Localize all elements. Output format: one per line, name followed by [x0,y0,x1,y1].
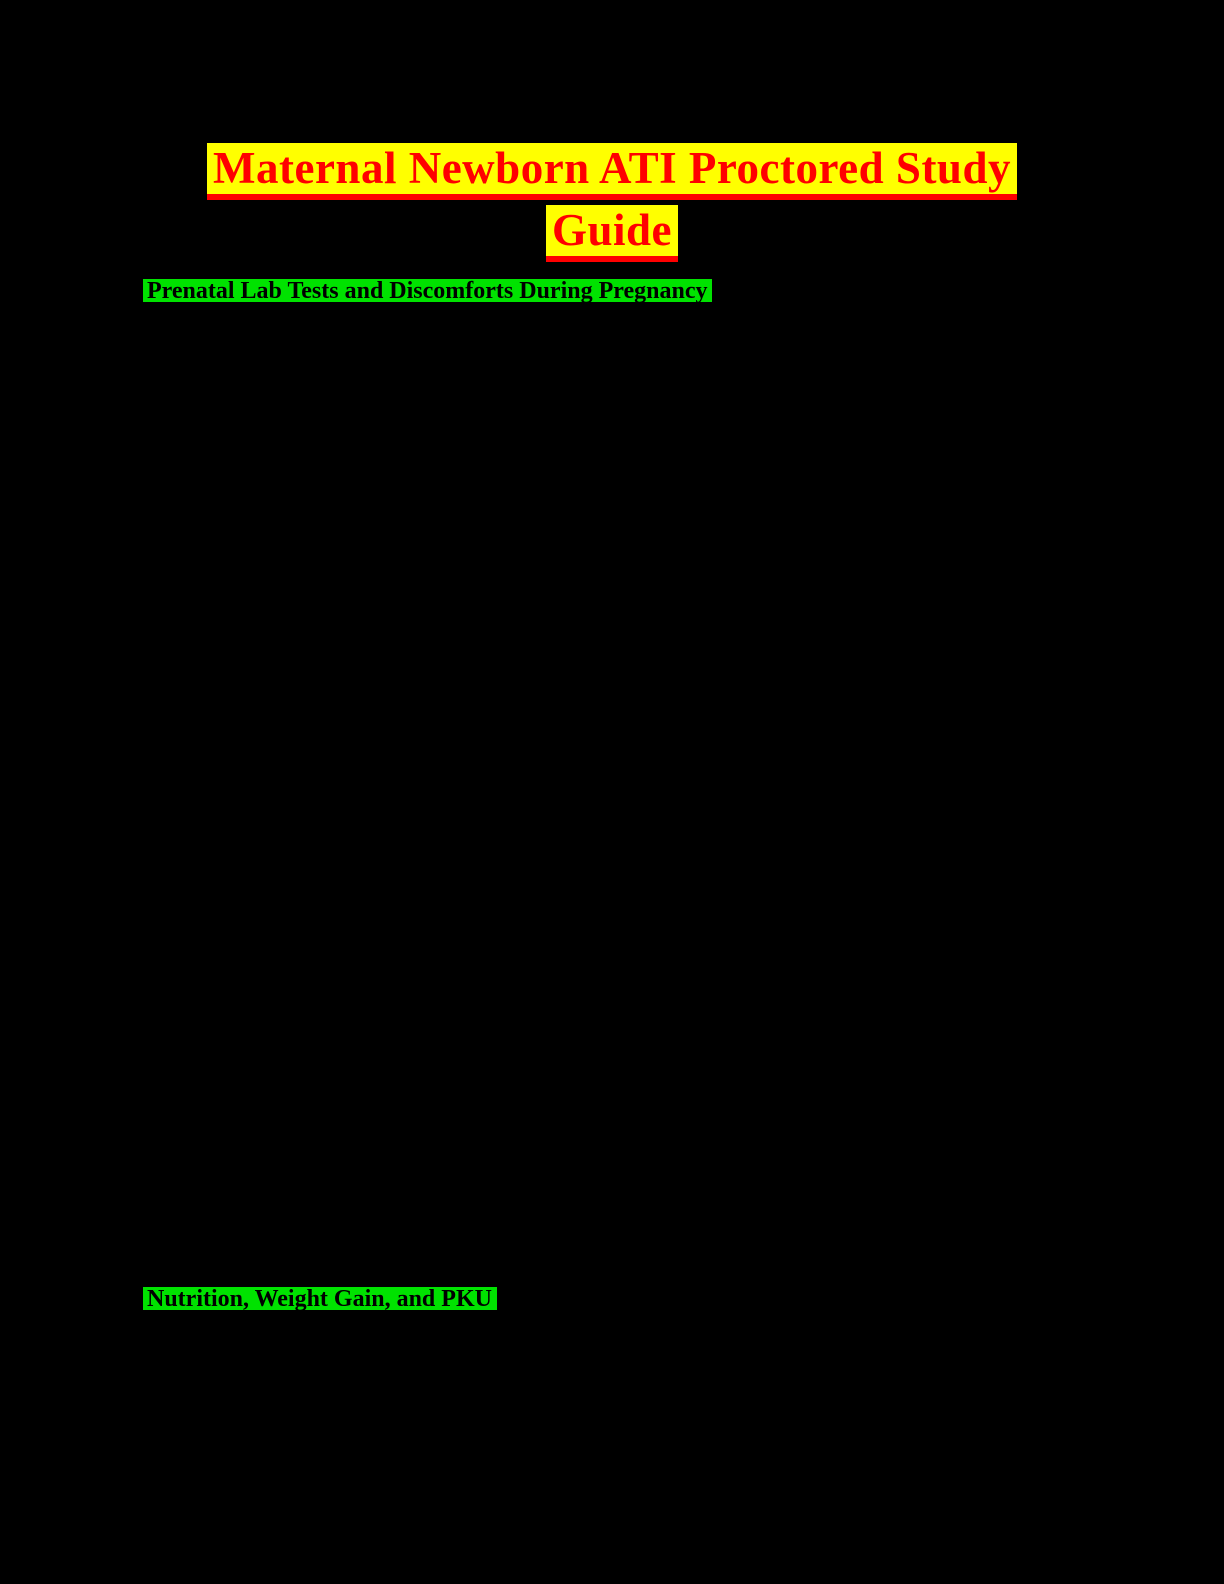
document-title-line-2: Guide [545,205,679,262]
document-title: Maternal Newborn ATI Proctored Study Gui… [0,143,1224,262]
redacted-content-area [0,308,1224,1287]
document-title-line-1: Maternal Newborn ATI Proctored Study [207,143,1017,200]
section-heading-prenatal-lab-tests: Prenatal Lab Tests and Discomforts Durin… [143,279,713,305]
section-heading-nutrition-weight-gain-pku: Nutrition, Weight Gain, and PKU [143,1287,497,1313]
